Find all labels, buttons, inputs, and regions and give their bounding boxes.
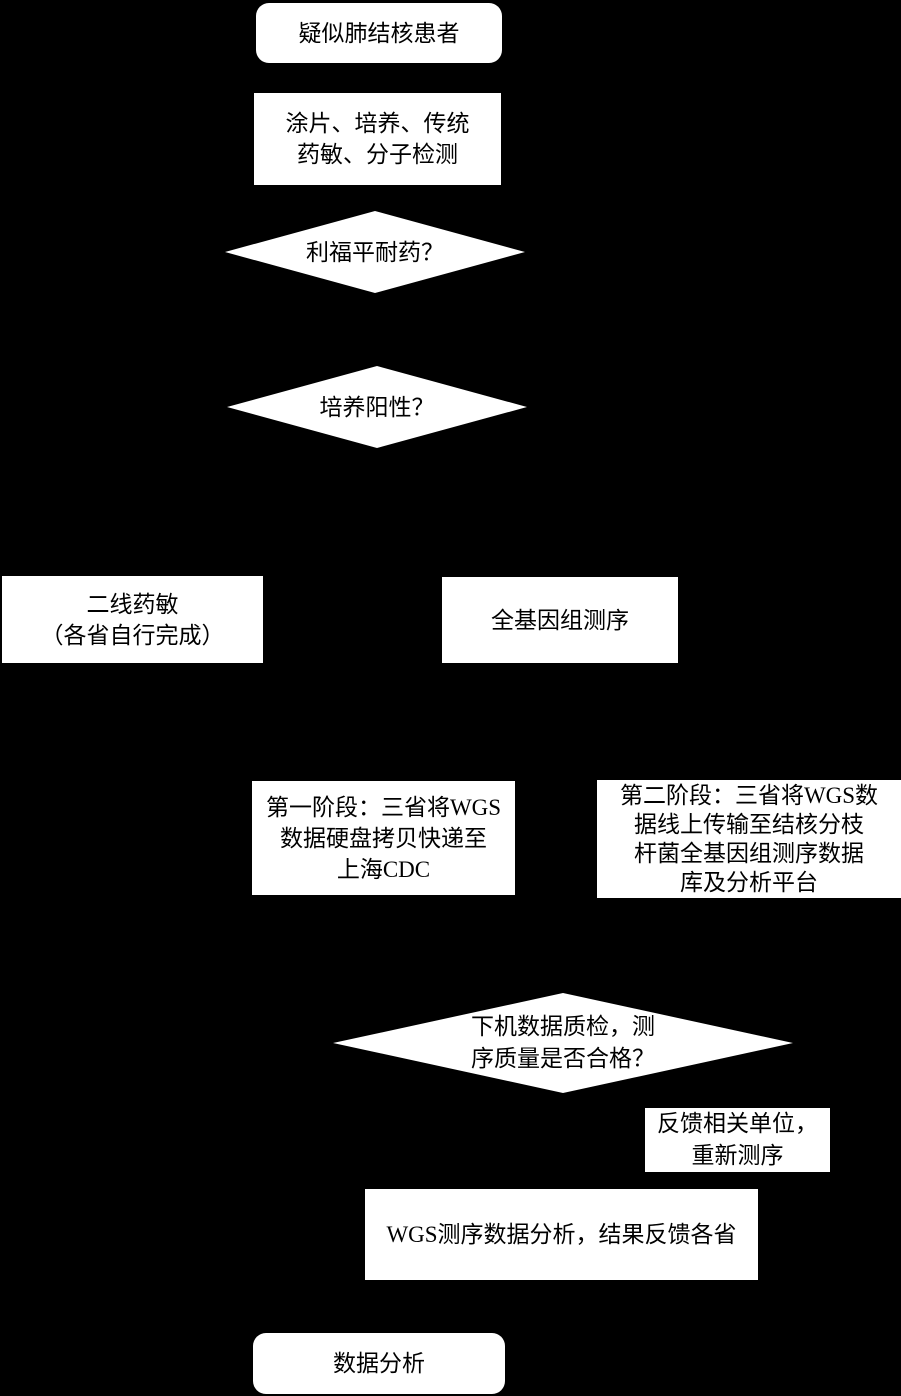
process-phase1-hard-disk-to-shanghai-cdc: 第一阶段：三省将WGS 数据硬盘拷贝快递至 上海CDC (252, 781, 515, 895)
process-whole-genome-sequencing: 全基因组测序 (442, 577, 678, 663)
process-second-line-dst: 二线药敏 （各省自行完成） (2, 576, 263, 663)
terminator-suspected-tb-patient: 疑似肺结核患者 (256, 3, 502, 63)
decision-rifampicin-resistant: 利福平耐药？ (225, 211, 525, 293)
process-feedback-resequence: 反馈相关单位， 重新测序 (645, 1108, 830, 1172)
decision-sequencing-quality-check: 下机数据质检，测 序质量是否合格？ (333, 993, 793, 1093)
terminator-data-analysis: 数据分析 (253, 1333, 505, 1394)
process-smear-culture-dst-molecular: 涂片、培养、传统 药敏、分子检测 (254, 93, 501, 185)
decision-culture-positive: 培养阳性？ (227, 366, 527, 448)
process-phase2-online-upload-platform: 第二阶段：三省将WGS数 据线上传输至结核分枝 杆菌全基因组测序数据 库及分析平… (597, 780, 901, 898)
process-wgs-data-analysis-feedback: WGS测序数据分析，结果反馈各省 (365, 1189, 758, 1280)
